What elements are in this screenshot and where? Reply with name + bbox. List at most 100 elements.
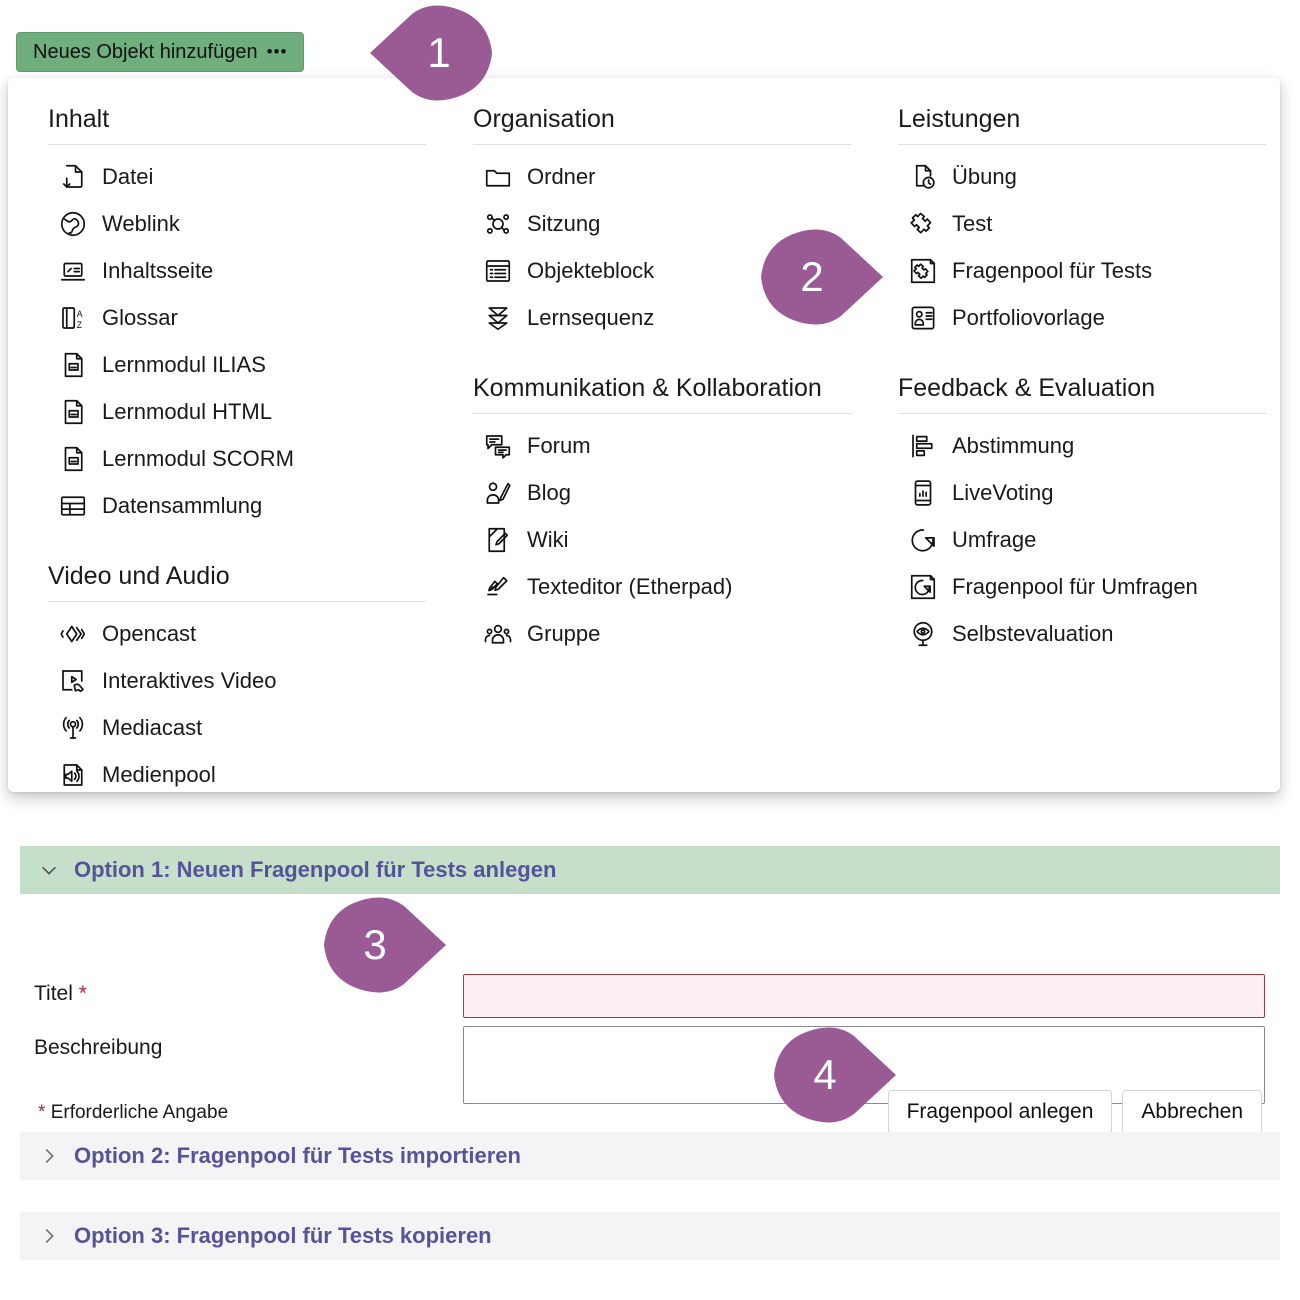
option-1-header[interactable]: Option 1: Neuen Fragenpool für Tests anl…: [20, 846, 1280, 894]
self-evaluation-eye-icon: [908, 619, 938, 649]
dropdown-item-label: Datensammlung: [102, 492, 263, 518]
etherpad-pen-icon: [483, 572, 513, 602]
dropdown-group-title: Inhalt: [48, 104, 426, 145]
option-2-header[interactable]: Option 2: Fragenpool für Tests importier…: [20, 1132, 1280, 1180]
dropdown-item-wiki[interactable]: Wiki: [473, 516, 851, 563]
chevron-right-icon: [38, 1225, 60, 1247]
dropdown-group-title: Feedback & Evaluation: [898, 373, 1266, 414]
option-2-section[interactable]: Option 2: Fragenpool für Tests importier…: [20, 1132, 1280, 1180]
dropdown-item-label: Weblink: [102, 210, 180, 236]
broadcast-antenna-icon: [58, 713, 88, 743]
dropdown-item-inhaltsseite[interactable]: Inhaltsseite: [48, 247, 426, 294]
dropdown-item-forum[interactable]: Forum: [473, 422, 851, 469]
dropdown-item-label: Inhaltsseite: [102, 257, 214, 283]
dropdown-item-datei[interactable]: Datei: [48, 153, 426, 200]
option-2-header-label: Option 2: Fragenpool für Tests importier…: [74, 1143, 521, 1168]
dropdown-item-label: Texteditor (Etherpad): [527, 573, 733, 599]
dropdown-item-datensammlung[interactable]: Datensammlung: [48, 482, 426, 529]
option-3-section[interactable]: Option 3: Fragenpool für Tests kopieren: [20, 1212, 1280, 1260]
dropdown-item-weblink[interactable]: Weblink: [48, 200, 426, 247]
dropdown-item-lernmodul-html[interactable]: Lernmodul HTML: [48, 388, 426, 435]
callout-badge-2: 2: [757, 228, 887, 326]
dropdown-item-label: Forum: [527, 432, 591, 458]
dropdown-item-label: Lernmodul SCORM: [102, 445, 294, 471]
poll-bars-icon: [908, 431, 938, 461]
dropdown-item-label: LiveVoting: [952, 479, 1054, 505]
dropdown-item-portfoliovorlage[interactable]: Portfoliovorlage: [898, 294, 1266, 341]
dropdown-item-label: Selbstevaluation: [952, 620, 1114, 646]
option-3-header[interactable]: Option 3: Fragenpool für Tests kopieren: [20, 1212, 1280, 1260]
dropdown-item-test[interactable]: Test: [898, 200, 1266, 247]
ellipsis-icon: •••: [266, 42, 288, 61]
create-question-pool-button[interactable]: Fragenpool anlegen: [887, 1090, 1113, 1134]
dropdown-item-label: Portfoliovorlage: [952, 304, 1105, 330]
dropdown-item-selbstevaluation[interactable]: Selbstevaluation: [898, 610, 1266, 657]
dropdown-item-bung[interactable]: Übung: [898, 153, 1266, 200]
option-3-header-label: Option 3: Fragenpool für Tests kopieren: [74, 1223, 492, 1248]
dropdown-item-sitzung[interactable]: Sitzung: [473, 200, 851, 247]
dropdown-item-label: Lernsequenz: [527, 304, 655, 330]
add-new-object-button[interactable]: Neues Objekt hinzufügen •••: [16, 32, 305, 72]
option-1-header-label: Option 1: Neuen Fragenpool für Tests anl…: [74, 857, 557, 882]
callout-badge-1: 1: [366, 4, 496, 102]
dropdown-group-title: Kommunikation & Kollaboration: [473, 373, 851, 414]
option-1-body: Titel * Beschreibung * Erforderliche Ang…: [20, 894, 1280, 1134]
dropdown-item-texteditor-etherpad[interactable]: Texteditor (Etherpad): [473, 563, 851, 610]
dropdown-item-label: Gruppe: [527, 620, 601, 646]
dropdown-item-label: Fragenpool für Tests: [952, 257, 1153, 283]
callout-badge-3-number: 3: [363, 921, 387, 968]
dropdown-group-title: Leistungen: [898, 104, 1266, 145]
dropdown-item-label: Übung: [952, 163, 1017, 189]
dropdown-item-umfrage[interactable]: Umfrage: [898, 516, 1266, 563]
dropdown-item-fragenpool-f-r-umfragen[interactable]: Fragenpool für Umfragen: [898, 563, 1266, 610]
blog-person-pen-icon: [483, 478, 513, 508]
dropdown-item-medienpool[interactable]: Medienpool: [48, 751, 426, 798]
dropdown-item-objekteblock[interactable]: Objekteblock: [473, 247, 851, 294]
dropdown-item-gruppe[interactable]: Gruppe: [473, 610, 851, 657]
dropdown-item-lernmodul-scorm[interactable]: Lernmodul SCORM: [48, 435, 426, 482]
dropdown-item-label: Lernmodul ILIAS: [102, 351, 266, 377]
option-1-section: Option 1: Neuen Fragenpool für Tests anl…: [20, 846, 1280, 1134]
object-block-icon: [483, 256, 513, 286]
dropdown-item-mediacast[interactable]: Mediacast: [48, 704, 426, 751]
dropdown-item-label: Umfrage: [952, 526, 1037, 552]
required-asterisk: *: [78, 982, 87, 1005]
svg-text:Z: Z: [77, 320, 83, 330]
dropdown-item-lernmodul-ilias[interactable]: Lernmodul ILIAS: [48, 341, 426, 388]
dropdown-item-livevoting[interactable]: LiveVoting: [898, 469, 1266, 516]
dropdown-item-label: Glossar: [102, 304, 178, 330]
dropdown-item-label: Datei: [102, 163, 154, 189]
dropdown-item-label: Ordner: [527, 163, 596, 189]
learning-module-icon: [58, 350, 88, 380]
dropdown-item-ordner[interactable]: Ordner: [473, 153, 851, 200]
dropdown-item-label: Test: [952, 210, 993, 236]
dropdown-item-label: Sitzung: [527, 210, 601, 236]
dropdown-item-label: Wiki: [527, 526, 569, 552]
forum-bubbles-icon: [483, 431, 513, 461]
learning-module-icon: [58, 444, 88, 474]
exercise-clock-icon: [908, 162, 938, 192]
speaker-pool-icon: [58, 760, 88, 790]
dropdown-item-lernsequenz[interactable]: Lernsequenz: [473, 294, 851, 341]
title-input[interactable]: [463, 974, 1265, 1018]
dropdown-item-label: Medienpool: [102, 761, 216, 787]
dropdown-group-title: Organisation: [473, 104, 851, 145]
livevoting-phone-icon: [908, 478, 938, 508]
cancel-button[interactable]: Abbrechen: [1122, 1090, 1262, 1134]
survey-pie-icon: [908, 525, 938, 555]
dropdown-item-interaktives-video[interactable]: Interaktives Video: [48, 657, 426, 704]
dropdown-item-abstimmung[interactable]: Abstimmung: [898, 422, 1266, 469]
svg-text:A: A: [77, 308, 83, 318]
interactive-video-icon: [58, 666, 88, 696]
session-nodes-icon: [483, 209, 513, 239]
required-hint: * Erforderliche Angabe: [38, 1102, 229, 1123]
chevron-down-icon: [38, 859, 60, 881]
dropdown-item-blog[interactable]: Blog: [473, 469, 851, 516]
dropdown-item-opencast[interactable]: Opencast: [48, 610, 426, 657]
dropdown-item-fragenpool-f-r-tests[interactable]: Fragenpool für Tests: [898, 247, 1266, 294]
